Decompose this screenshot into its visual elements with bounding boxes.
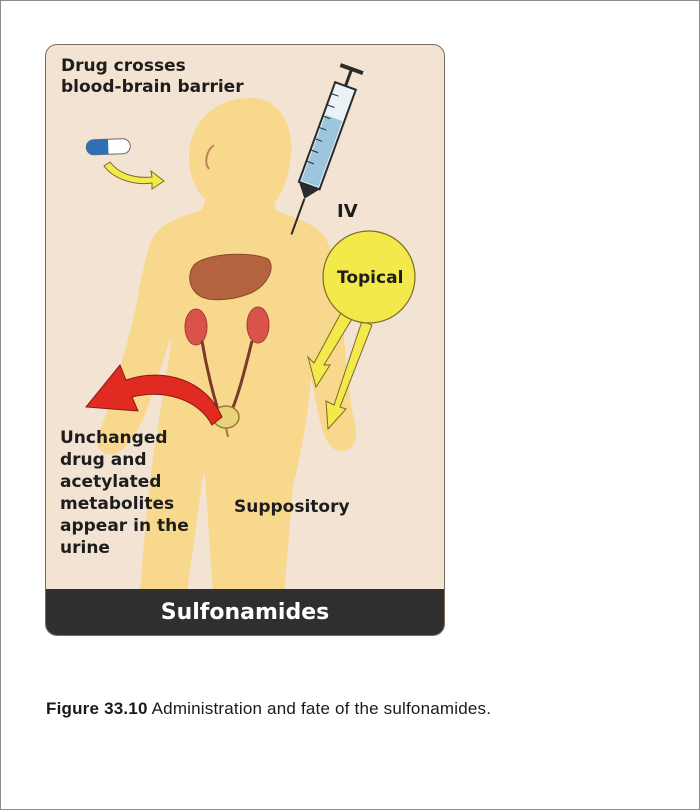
figure-title-bar: Sulfonamides — [46, 589, 444, 635]
capsule-icon — [86, 138, 130, 155]
iv-label: IV — [337, 201, 358, 222]
suppository-label: Suppository — [234, 497, 350, 518]
topical-label: Topical — [337, 268, 403, 289]
caption-label: Figure 33.10 — [46, 699, 148, 718]
urine-excretion-label: Unchanged drug and acetylated metabolite… — [60, 427, 190, 559]
caption-text: Administration and fate of the sulfonami… — [152, 699, 492, 718]
arrow-to-head — [104, 162, 164, 189]
blood-brain-barrier-label: Drug crosses blood-brain barrier — [61, 56, 251, 98]
figure-panel: Drug crosses blood-brain barrier IV Topi… — [45, 44, 445, 636]
figure-title: Sulfonamides — [161, 600, 329, 625]
kidney-right — [247, 307, 269, 343]
kidney-left — [185, 309, 207, 345]
